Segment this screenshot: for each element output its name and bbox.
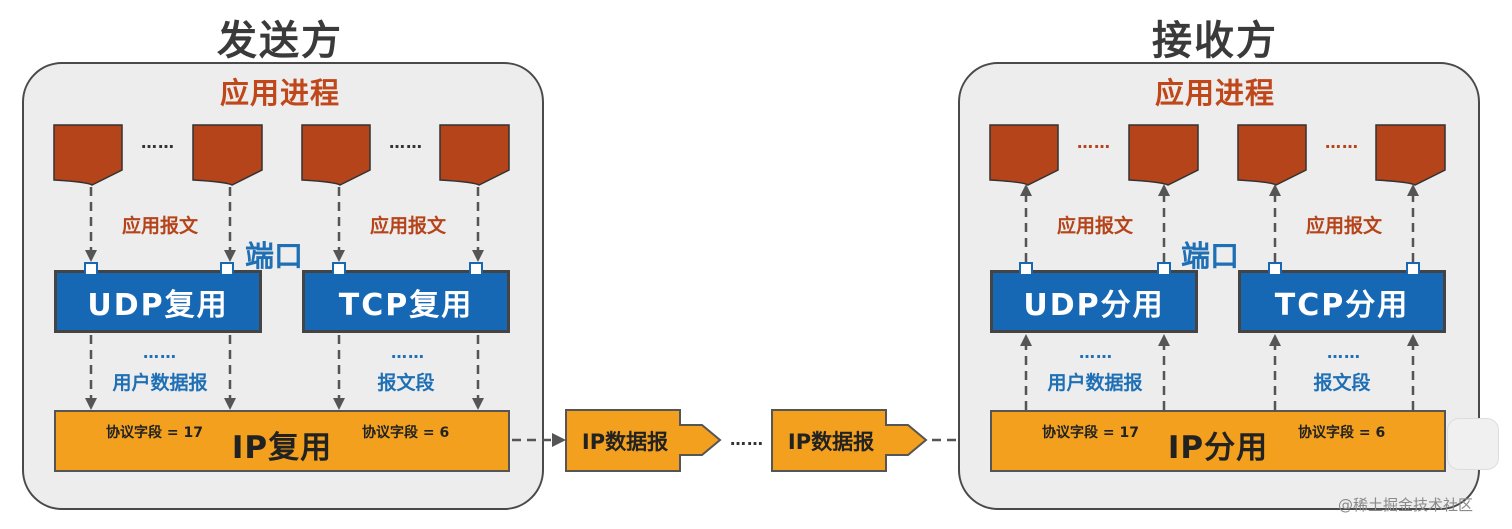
receiver-tcp-msg-label: 应用报文 bbox=[1305, 215, 1382, 237]
port-square bbox=[1268, 262, 1282, 276]
receiver-tcp-demux: TCP分用 bbox=[1238, 270, 1446, 333]
document-icon bbox=[192, 124, 263, 186]
receiver-port-label: 端口 bbox=[1181, 239, 1240, 273]
sender-udp-segment-label: 用户数据报 bbox=[112, 372, 208, 394]
document-icon bbox=[1375, 124, 1446, 186]
transit-ellipsis: …… bbox=[730, 430, 764, 449]
port-square bbox=[1019, 262, 1033, 276]
receiver-title: 接收方 bbox=[1152, 18, 1278, 64]
receiver-proto-udp: 协议字段 = 17 bbox=[1042, 425, 1139, 441]
receiver-ip-demux: IP分用 bbox=[990, 410, 1446, 472]
sender-tcp-mux-label: TCP复用 bbox=[338, 287, 474, 323]
receiver-process-title: 应用进程 bbox=[1154, 76, 1275, 110]
document-icon bbox=[1237, 124, 1307, 186]
port-square bbox=[1406, 262, 1420, 276]
sender-udp-msg-label: 应用报文 bbox=[121, 215, 198, 237]
document-icon bbox=[301, 124, 371, 186]
port-square bbox=[469, 262, 483, 276]
sender-title: 发送方 bbox=[217, 18, 343, 64]
ellipsis: …… bbox=[1325, 133, 1359, 152]
ellipsis: …… bbox=[1327, 343, 1361, 362]
sender-tcp-msg-label: 应用报文 bbox=[369, 215, 446, 237]
sender-udp-mux: UDP复用 bbox=[54, 270, 262, 333]
port-square bbox=[220, 262, 234, 276]
ellipsis: …… bbox=[391, 343, 425, 362]
document-icon bbox=[989, 124, 1059, 186]
port-square bbox=[332, 262, 346, 276]
receiver-tcp-demux-label: TCP分用 bbox=[1274, 287, 1410, 323]
sender-udp-mux-label: UDP复用 bbox=[87, 287, 229, 323]
watermark-text: @稀土掘金技术社区 bbox=[1338, 496, 1474, 514]
sender-proto-tcp: 协议字段 = 6 bbox=[362, 425, 450, 441]
ellipsis: …… bbox=[141, 133, 175, 152]
receiver-udp-segment-label: 用户数据报 bbox=[1047, 372, 1143, 394]
sender-port-label: 端口 bbox=[245, 239, 304, 273]
transit-datagram-1-label: IP数据报 bbox=[581, 429, 669, 454]
datagram-arrow-1 bbox=[565, 409, 722, 472]
datagram-arrow-2 bbox=[771, 409, 928, 472]
sender-tcp-mux: TCP复用 bbox=[302, 270, 510, 333]
port-square bbox=[1157, 262, 1171, 276]
receiver-proto-tcp: 协议字段 = 6 bbox=[1298, 425, 1386, 441]
ellipsis: …… bbox=[1079, 343, 1113, 362]
watermark-badge bbox=[1447, 418, 1499, 470]
document-icon bbox=[53, 124, 123, 186]
sender-process-title: 应用进程 bbox=[219, 76, 340, 110]
sender-ip-mux-label: IP复用 bbox=[231, 429, 333, 466]
receiver-udp-msg-label: 应用报文 bbox=[1056, 215, 1133, 237]
receiver-udp-demux: UDP分用 bbox=[990, 270, 1198, 333]
transit-datagram-2-label: IP数据报 bbox=[787, 429, 875, 454]
receiver-ip-demux-label: IP分用 bbox=[1167, 429, 1269, 466]
receiver-tcp-segment-label: 报文段 bbox=[1313, 372, 1371, 394]
sender-proto-udp: 协议字段 = 17 bbox=[106, 425, 203, 441]
ellipsis: …… bbox=[1077, 133, 1111, 152]
document-icon bbox=[439, 124, 510, 186]
port-square bbox=[84, 262, 98, 276]
receiver-udp-demux-label: UDP分用 bbox=[1023, 287, 1165, 323]
ellipsis: …… bbox=[143, 343, 177, 362]
document-icon bbox=[1128, 124, 1199, 186]
sender-ip-mux: IP复用 bbox=[54, 410, 510, 472]
sender-tcp-segment-label: 报文段 bbox=[377, 372, 435, 394]
ellipsis: …… bbox=[389, 133, 423, 152]
